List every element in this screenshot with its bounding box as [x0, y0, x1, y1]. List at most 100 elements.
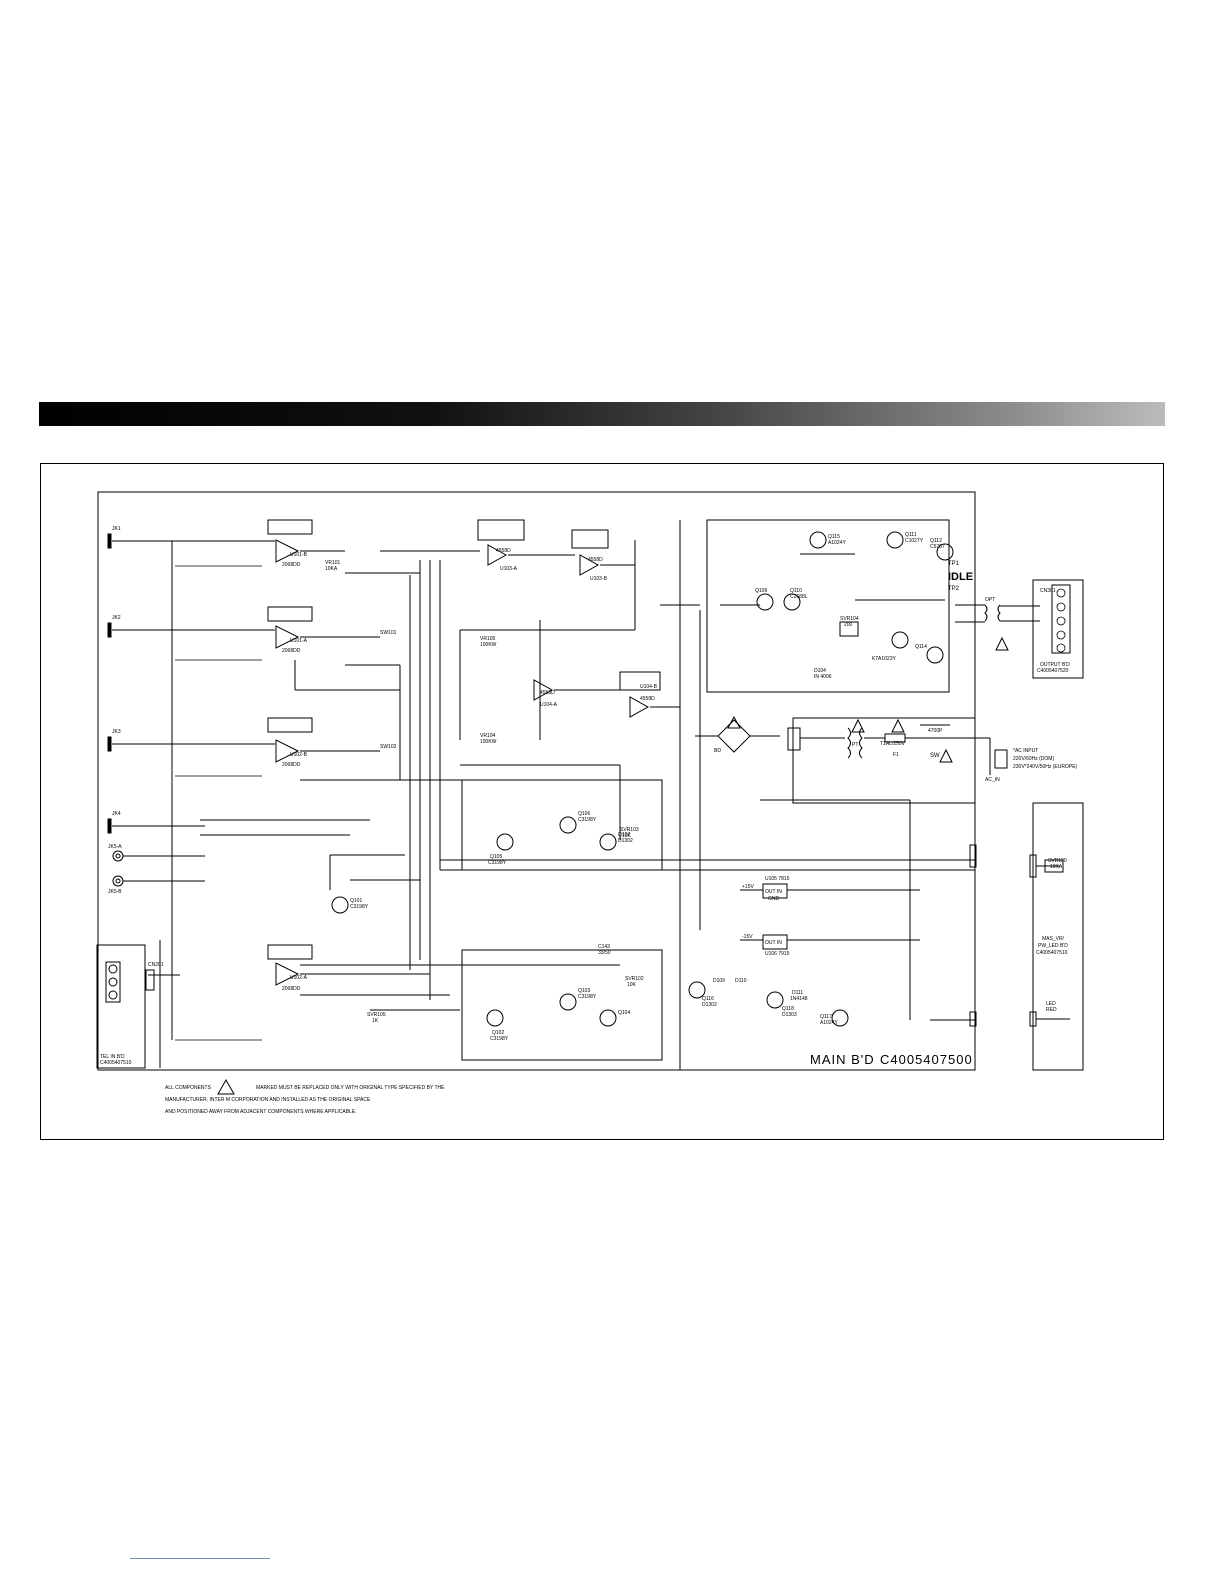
- q105-value: C3198Y: [488, 860, 507, 866]
- c143-label: C143: [598, 944, 610, 950]
- opamp-type-7: 4558D: [540, 690, 555, 696]
- q115-label: Q115: [828, 534, 840, 540]
- opamp-u101a-label: U101-A: [290, 638, 308, 644]
- tp2-label: TP2: [948, 586, 960, 592]
- svr104-value: 200: [844, 622, 853, 628]
- plus15-label: +15V: [742, 884, 754, 890]
- q106-label: Q106: [578, 811, 590, 817]
- mas-vr-label: SVR100: [1048, 858, 1067, 864]
- opamp-type-4: 2068DD: [282, 986, 301, 992]
- header-gradient-bar: [39, 402, 1165, 426]
- bridge-label: BD: [714, 748, 721, 754]
- jk3-label: JK3: [112, 729, 121, 735]
- mas-board-code: C4005407510: [1036, 950, 1068, 956]
- q103-label: Q103: [578, 988, 590, 994]
- note-line2: MANUFACTURER, INTER M CORPORATION AND IN…: [165, 1097, 371, 1103]
- jk5b-label: JK5-B: [108, 889, 122, 895]
- main-board-code: C4005407500: [880, 1052, 973, 1067]
- q112-value: C5787: [930, 544, 945, 550]
- jk4-label: JK4: [112, 811, 121, 817]
- out-in-label-1: OUT IN: [765, 889, 782, 895]
- q111-value: C1027Y: [905, 538, 924, 544]
- q106-value: C3198Y: [578, 817, 597, 823]
- vreg1-label: U105 7815: [765, 876, 790, 882]
- mas-vr-value: 10KA: [1050, 864, 1063, 870]
- note-line1-a: ALL COMPONENTS: [165, 1085, 212, 1091]
- opamp-u102a-label: U102-A: [290, 975, 308, 981]
- schematic-frame: [40, 463, 1164, 1140]
- note-line1-b: MARKED MUST BE REPLACED ONLY WITH ORIGIN…: [256, 1085, 445, 1091]
- d110-label: D110: [735, 978, 747, 984]
- q105-label: Q105: [490, 854, 502, 860]
- output-board-outline: [1032, 579, 1084, 679]
- tp1-label: TP1: [948, 561, 960, 567]
- opamp-u104a-label: U104-A: [540, 702, 558, 708]
- q117-value: A1024Y: [820, 1020, 838, 1026]
- q111-label: Q111: [905, 532, 917, 538]
- q118-label: Q118: [782, 1006, 794, 1012]
- q116-label: Q116: [702, 996, 714, 1002]
- mas-board-outline: [1032, 802, 1084, 1071]
- svr103-label: SVR103: [620, 827, 639, 833]
- fuse-label: F1: [893, 752, 899, 758]
- opamp-type-5: 4558D: [496, 548, 511, 554]
- cap-4700p-label: 4700P: [928, 728, 943, 734]
- led-value: RED: [1046, 1007, 1057, 1013]
- cn201-label: CN201: [148, 962, 164, 968]
- mas-board-label-1: MAS_VR/: [1042, 936, 1065, 942]
- q110-value: C2688L: [790, 594, 808, 600]
- cn301-label: CN301: [1040, 588, 1056, 594]
- opamp-type-6: 4558D: [588, 557, 603, 563]
- q102-label: Q102: [492, 1030, 504, 1036]
- q112-label: Q112: [930, 538, 942, 544]
- q117-label: Q117: [820, 1014, 832, 1020]
- c143-value: 33/50: [598, 950, 611, 956]
- q118-value: D1303: [782, 1012, 797, 1018]
- svr103-value: 10K: [622, 833, 632, 839]
- sw102-label: SW102: [380, 744, 397, 750]
- sw101-label: SW101: [380, 630, 397, 636]
- jk2-label: JK2: [112, 615, 121, 621]
- opamp-type-3: 2068DD: [282, 762, 301, 768]
- q109-label: Q109: [755, 588, 767, 594]
- opamp-type-2: 2068DD: [282, 648, 301, 654]
- output-board-label: OUTPUT B'D: [1040, 662, 1070, 668]
- minus15-label: -15V: [742, 934, 753, 940]
- q110-label: Q110: [790, 588, 802, 594]
- q101-value: C3198Y: [350, 904, 369, 910]
- q102-value: C3198Y: [490, 1036, 509, 1042]
- main-board-outline: [97, 491, 976, 1071]
- vr104-label: VR104: [480, 733, 496, 739]
- opamp-u101b-label: U101-B: [290, 552, 308, 558]
- d104-value: IN 4006: [814, 674, 832, 680]
- q107-label: Q107: [618, 832, 630, 838]
- opamp-u103b-label: U103-B: [590, 576, 608, 582]
- opamp-type-8: 4558D: [640, 696, 655, 702]
- opt-label: OPT: [985, 597, 995, 603]
- tel-board-label: TEL IN B'D: [100, 1054, 125, 1060]
- svr102-value: 10K: [627, 982, 637, 988]
- ac-in-label: AC_IN: [985, 777, 1000, 783]
- q114-label: Q114: [915, 644, 927, 650]
- fuse-rating-label: T1AL/250V: [880, 741, 906, 747]
- svr102-label: SVR102: [625, 976, 644, 982]
- out-in-label-2: OUT IN: [765, 940, 782, 946]
- d111-value: 1N4148: [790, 996, 808, 1002]
- vr101-label: VR101: [325, 560, 341, 566]
- opamp-u102b-label: U102-B: [290, 752, 308, 758]
- d111-label: D111: [792, 990, 803, 996]
- q104-label: Q104: [618, 1010, 630, 1016]
- vr105-value: 100KW: [480, 642, 497, 648]
- mas-board-label-2: PW_LED B'D: [1038, 943, 1068, 949]
- q113-label: KTA1023Y: [872, 656, 896, 662]
- switch-label: SW: [930, 753, 940, 759]
- ac-input-line1: *AC INPUT: [1013, 748, 1038, 754]
- input-jacks: [107, 533, 124, 887]
- d104-label: D104: [814, 668, 826, 674]
- q103-value: C3198Y: [578, 994, 597, 1000]
- vr101-value: 10KA: [325, 566, 338, 572]
- led-label: LED: [1046, 1001, 1056, 1007]
- main-board-label: MAIN B'D: [810, 1052, 875, 1067]
- tel-board-code: C4005407510: [100, 1060, 132, 1066]
